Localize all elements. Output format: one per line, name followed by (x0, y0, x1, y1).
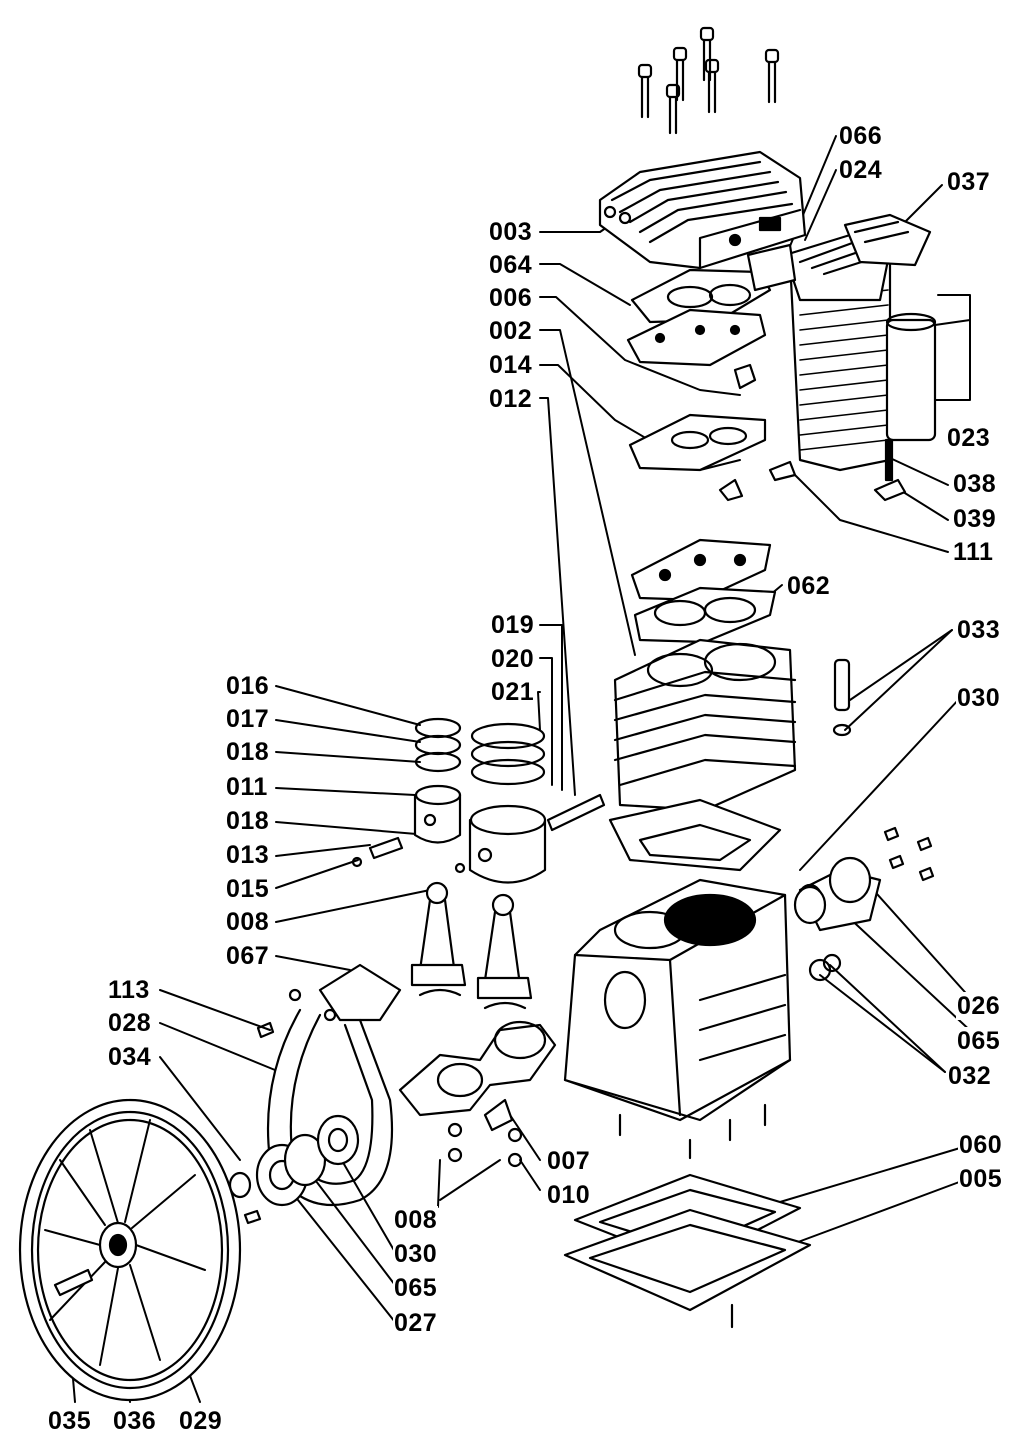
callout-065-lower: 065 (393, 1274, 439, 1302)
crankcase (563, 798, 882, 1122)
plugs-and-screws (618, 658, 935, 1329)
callout-038: 038 (952, 470, 998, 498)
callout-028: 028 (107, 1009, 153, 1037)
callout-013: 013 (225, 841, 271, 869)
callout-008-lower: 008 (393, 1206, 439, 1234)
callout-037: 037 (946, 168, 992, 196)
callout-067: 067 (225, 942, 271, 970)
head-bolts (637, 26, 780, 135)
callout-018-lower: 018 (225, 807, 271, 835)
manifold-tube (256, 963, 402, 1207)
cylinder-head (598, 150, 807, 270)
callout-065: 065 (956, 1027, 1002, 1055)
callout-036: 036 (112, 1407, 158, 1435)
base-gaskets (563, 1173, 812, 1312)
callout-014: 014 (488, 351, 534, 379)
callout-016: 016 (225, 672, 271, 700)
connecting-rods (410, 881, 533, 1010)
callout-035: 035 (47, 1407, 93, 1435)
callout-027: 027 (393, 1309, 439, 1337)
callout-034: 034 (107, 1043, 153, 1071)
callout-018: 018 (225, 738, 271, 766)
callout-006: 006 (488, 284, 534, 312)
callout-019: 019 (490, 611, 536, 639)
head-gaskets (626, 268, 777, 644)
hp-cylinder (746, 213, 937, 502)
callout-060: 060 (958, 1131, 1004, 1159)
callout-021: 021 (490, 678, 536, 706)
pistons (351, 717, 606, 884)
callout-032: 032 (947, 1062, 993, 1090)
crankshaft (398, 1020, 557, 1168)
callout-062: 062 (786, 572, 832, 600)
callout-033: 033 (956, 616, 1002, 644)
callout-024: 024 (838, 156, 884, 184)
callout-029: 029 (178, 1407, 224, 1435)
callout-066: 066 (838, 122, 884, 150)
bearing-assemblies (228, 856, 872, 1225)
cylinder-block (613, 638, 797, 812)
callout-026: 026 (956, 992, 1002, 1020)
callout-003: 003 (488, 218, 534, 246)
callout-007: 007 (546, 1147, 592, 1175)
leader-lines (64, 135, 976, 1403)
callout-039: 039 (952, 505, 998, 533)
callout-111: 111 (952, 538, 995, 566)
callout-010: 010 (546, 1181, 592, 1209)
callout-012: 012 (488, 385, 534, 413)
callout-030: 030 (956, 684, 1002, 712)
callout-005: 005 (958, 1165, 1004, 1193)
callout-017: 017 (225, 705, 271, 733)
callout-020: 020 (490, 645, 536, 673)
callout-030-lower: 030 (393, 1240, 439, 1268)
callout-064: 064 (488, 251, 534, 279)
flywheel (18, 1098, 242, 1402)
callout-015: 015 (225, 875, 271, 903)
callout-011: 011 (225, 773, 269, 801)
callout-002: 002 (488, 317, 534, 345)
callout-008: 008 (225, 908, 271, 936)
callout-113: 113 (107, 976, 151, 1004)
callout-023: 023 (946, 424, 992, 452)
